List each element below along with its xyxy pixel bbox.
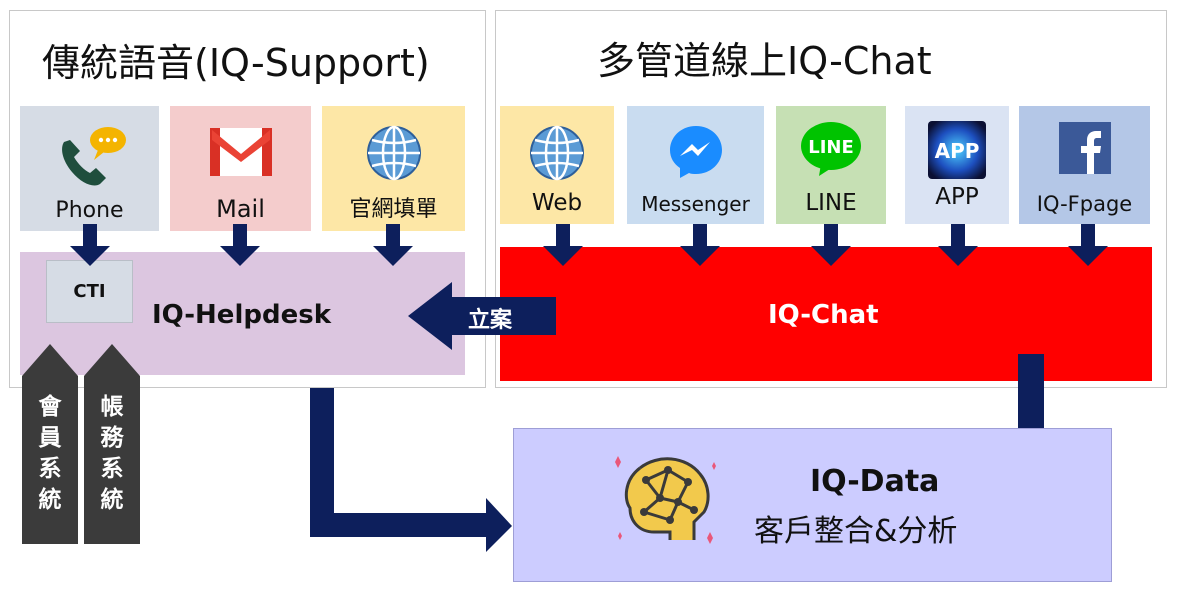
channel-iq-fpage[interactable]: IQ-Fpage [1019, 106, 1150, 224]
channel-label: Phone [55, 198, 124, 223]
channel-web[interactable]: Web [500, 106, 614, 224]
iq-data-subtitle: 客戶整合&分析 [754, 514, 958, 549]
member-system-char: 會 [38, 394, 62, 420]
channel-label: IQ-Fpage [1036, 192, 1133, 216]
channel-phone[interactable]: Phone [20, 106, 159, 231]
line-icon: LINE [799, 120, 863, 184]
billing-system-tab-shape [84, 344, 140, 544]
iq-support-title: 傳統語音(IQ-Support) [42, 41, 430, 85]
facebook-icon [1058, 122, 1111, 178]
iq-data-box[interactable] [513, 428, 1112, 582]
channel-label: Messenger [641, 192, 750, 216]
brain-network-icon [610, 448, 722, 564]
member-system-tab-shape [22, 344, 78, 544]
channel-web-form[interactable]: 官網填單 [322, 106, 465, 231]
svg-text:LINE: LINE [808, 137, 854, 158]
billing-system-char: 系 [100, 456, 124, 482]
billing-system-char: 統 [100, 487, 124, 513]
iq-chat-title: 多管道線上IQ-Chat [597, 39, 932, 83]
globe-icon [528, 124, 586, 186]
channel-label: Mail [216, 195, 265, 223]
iq-helpdesk-label: IQ-Helpdesk [152, 300, 331, 330]
channel-label: APP [935, 184, 979, 210]
messenger-icon [666, 122, 726, 186]
channel-line[interactable]: LINE LINE [776, 106, 886, 224]
arrow-helpdesk-to-data [310, 388, 512, 552]
channel-label: 官網填單 [349, 197, 438, 222]
channel-app[interactable]: APP APP [905, 106, 1009, 224]
member-system-tab[interactable]: 會 員 系 統 [22, 392, 78, 516]
app-icon: APP [927, 120, 987, 184]
globe-icon [365, 124, 423, 186]
case-arrow-label: 立案 [468, 308, 513, 333]
channel-label: LINE [805, 190, 857, 216]
billing-system-tab[interactable]: 帳 務 系 統 [84, 392, 140, 516]
billing-system-char: 帳 [100, 394, 124, 420]
member-system-char: 員 [38, 425, 62, 451]
channel-mail[interactable]: Mail [170, 106, 311, 231]
member-system-char: 統 [38, 487, 62, 513]
channel-messenger[interactable]: Messenger [627, 106, 764, 224]
iq-chat-label: IQ-Chat [768, 300, 879, 330]
cti-box[interactable]: CTI [46, 260, 133, 323]
cti-label: CTI [73, 281, 106, 302]
phone-chat-icon [50, 120, 130, 196]
svg-text:APP: APP [935, 139, 980, 163]
gmail-icon [208, 126, 274, 182]
iq-data-title: IQ-Data [810, 464, 940, 499]
channel-label: Web [531, 190, 583, 216]
billing-system-char: 務 [100, 425, 124, 451]
member-system-char: 系 [38, 456, 62, 482]
